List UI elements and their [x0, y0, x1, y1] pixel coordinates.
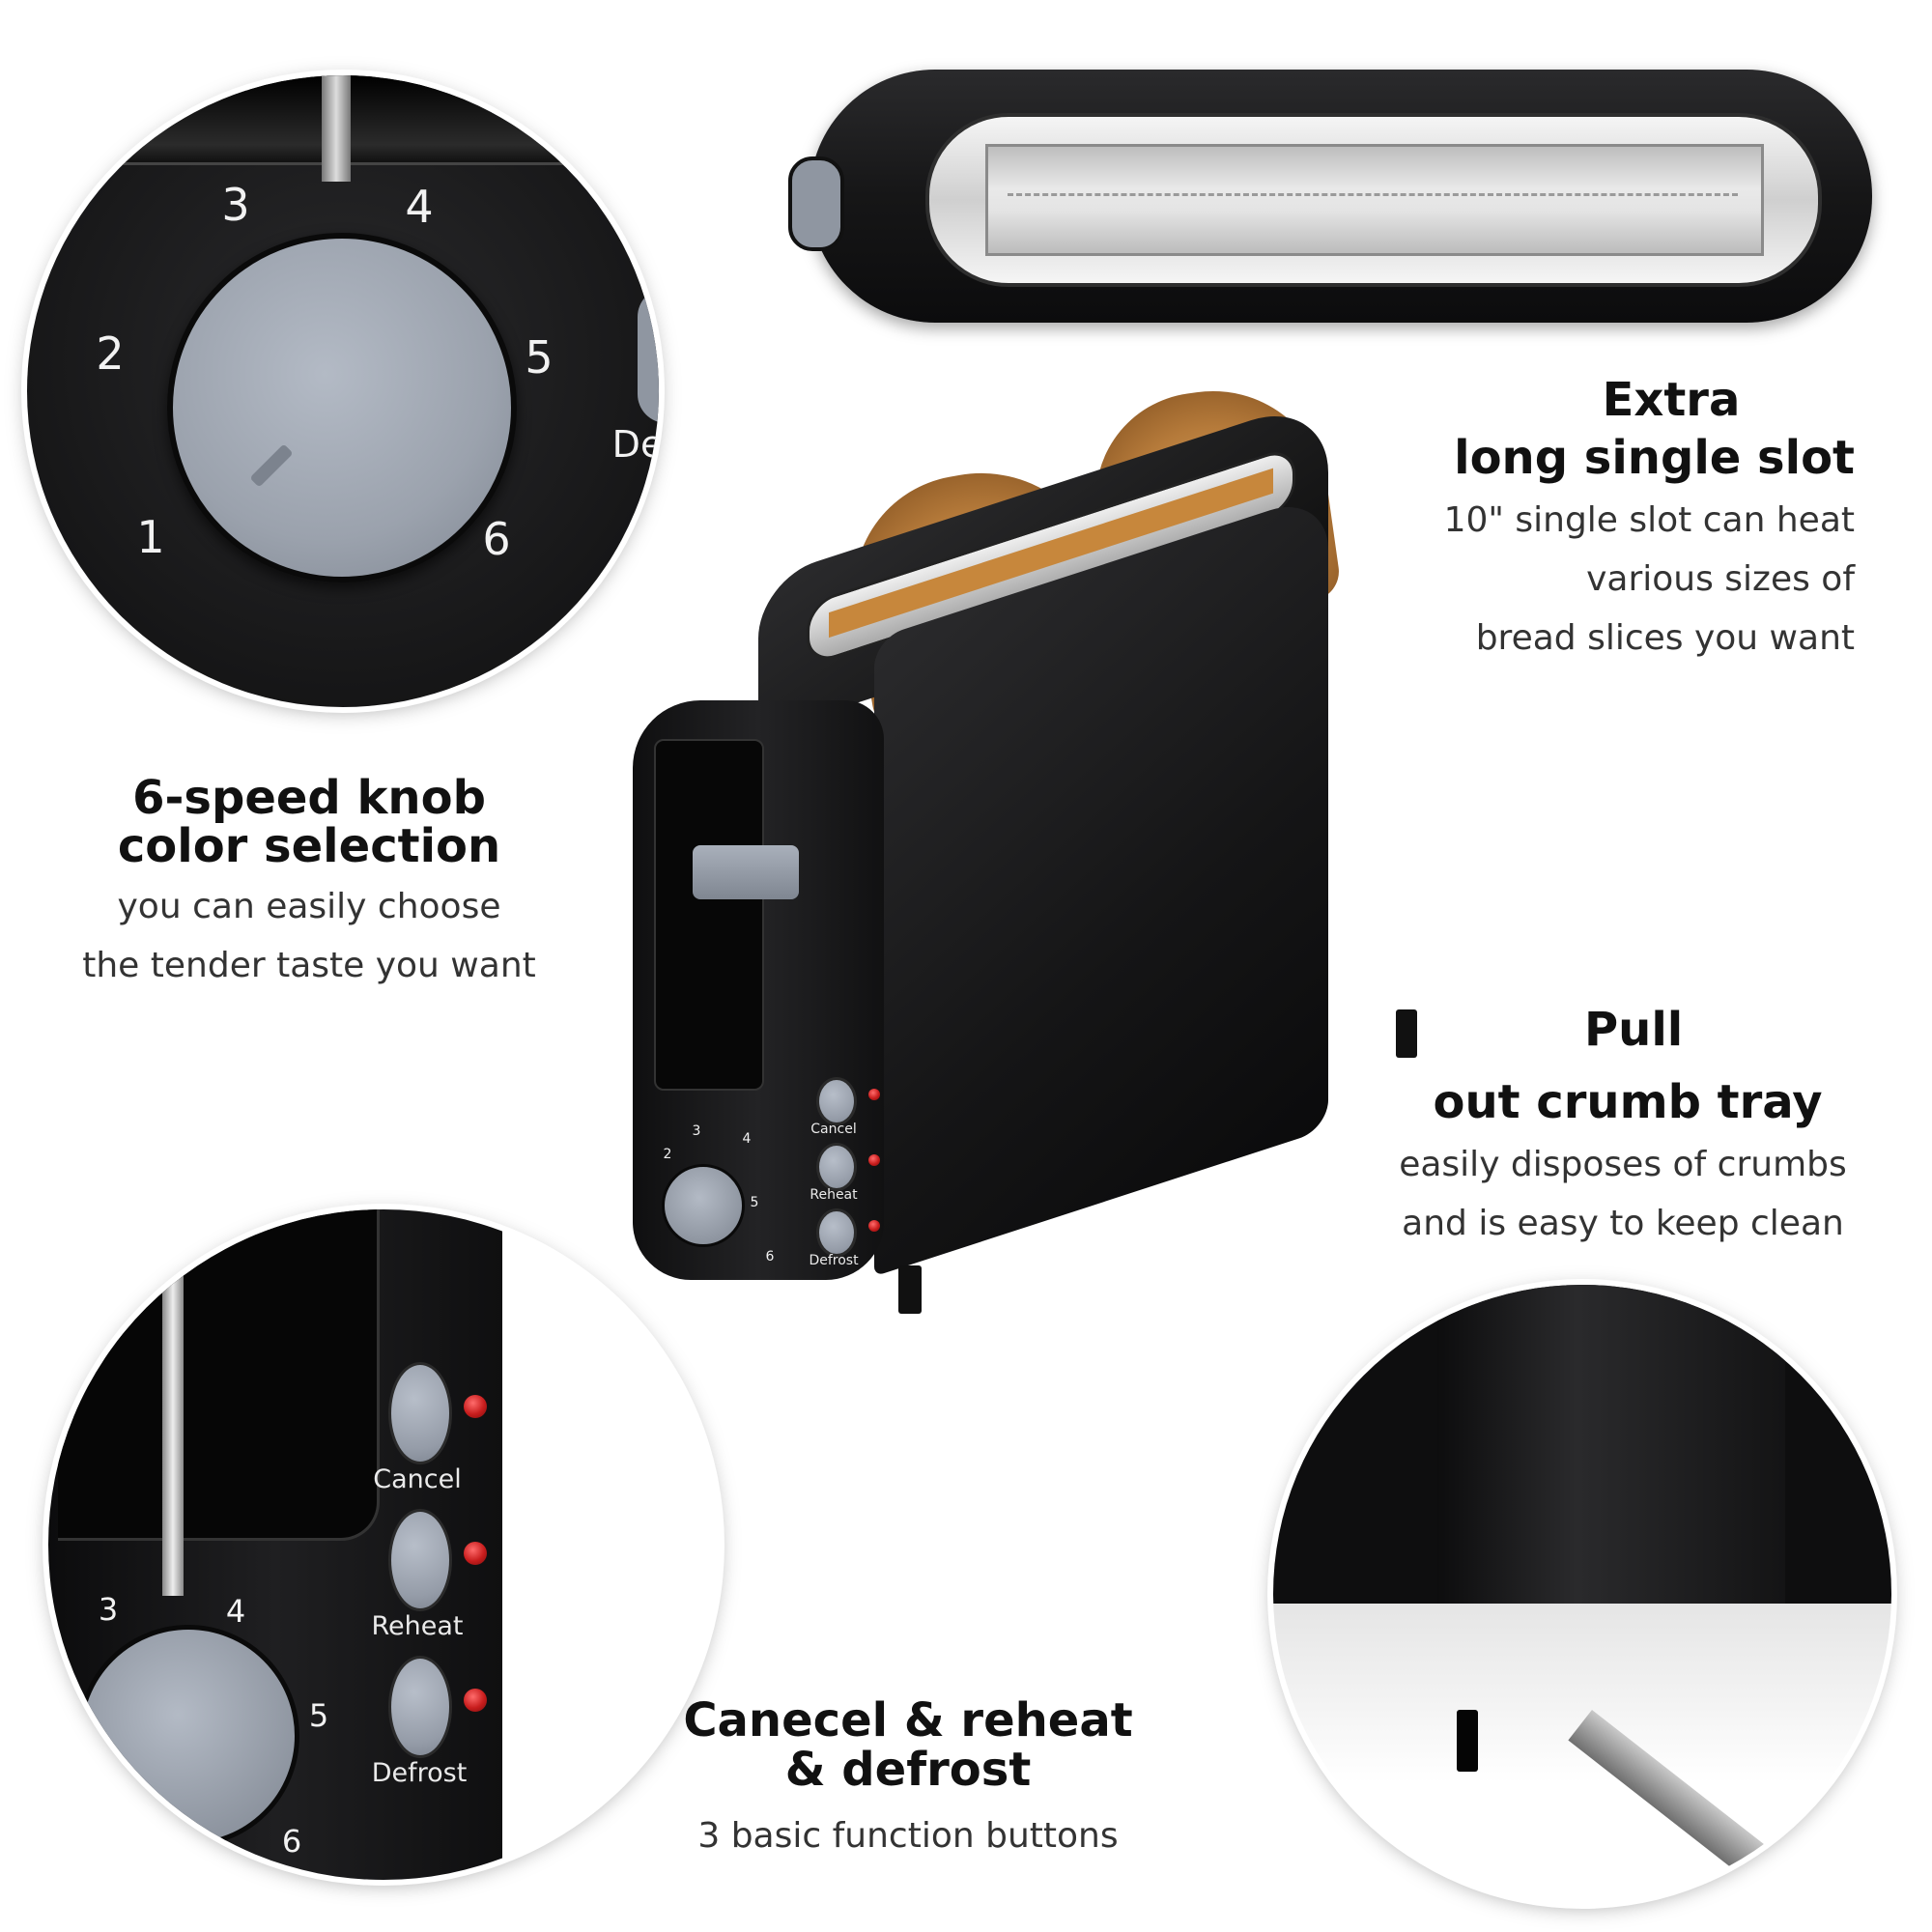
lever-stem	[322, 75, 351, 182]
knob-title-line2: color selection	[117, 819, 501, 873]
front-cancel-led	[868, 1089, 880, 1100]
dial-partial-label: De	[611, 423, 659, 466]
front-dial-2: 2	[663, 1147, 672, 1162]
browning-knob[interactable]	[167, 233, 517, 582]
front-dial-6: 6	[765, 1249, 775, 1264]
front-defrost-label: Defrost	[809, 1253, 859, 1268]
crumb-title-line1: Pull	[1584, 1003, 1684, 1057]
front-dial-4: 4	[742, 1131, 752, 1147]
slot-opening	[985, 144, 1764, 256]
reheat-button[interactable]	[388, 1509, 452, 1611]
top-knob-edge	[788, 156, 844, 251]
toaster-foot-front	[898, 1265, 922, 1314]
closeup-dial-3: 3	[98, 1591, 119, 1628]
buttons-title-line1: Canecel & reheat	[683, 1693, 1133, 1747]
cancel-label: Cancel	[373, 1464, 462, 1494]
buttons-title-line2: & defrost	[784, 1743, 1032, 1797]
slot-frame	[925, 113, 1822, 287]
reheat-led	[464, 1542, 487, 1565]
front-cancel-label: Cancel	[810, 1122, 857, 1137]
dial-number-3: 3	[221, 179, 250, 231]
front-browning-knob[interactable]	[662, 1164, 745, 1247]
defrost-label: Defrost	[371, 1758, 468, 1788]
side-button-peek	[638, 288, 659, 423]
knob-closeup: 1 2 3 4 5 6 De	[27, 75, 659, 707]
extra-slot-title-line1: Extra	[1602, 373, 1741, 427]
front-dial-3: 3	[692, 1123, 701, 1139]
knob-indicator	[249, 443, 294, 488]
extra-slot-desc-line1: 10" single slot can heat	[1443, 500, 1855, 540]
buttons-closeup: Cancel Reheat Defrost 3 4 5 6	[48, 1209, 719, 1880]
heating-grill	[1008, 193, 1738, 204]
closeup-knob[interactable]	[77, 1625, 299, 1847]
toaster-foot-back	[1396, 1009, 1417, 1058]
toaster-front-panel: Cancel Reheat Defrost 2 3 4 5 6	[633, 700, 884, 1280]
extra-slot-desc-line2: various sizes of	[1586, 559, 1855, 599]
crumb-desc-line1: easily disposes of crumbs	[1399, 1145, 1847, 1184]
main-toaster: Cancel Reheat Defrost 2 3 4 5 6	[633, 376, 1473, 1357]
closeup-dial-5: 5	[308, 1697, 329, 1734]
extra-slot-desc-line3: bread slices you want	[1475, 618, 1855, 658]
closeup-dial-6: 6	[281, 1823, 302, 1860]
crumb-desc-line2: and is easy to keep clean	[1402, 1204, 1844, 1243]
dial-number-1: 1	[136, 511, 165, 563]
defrost-led	[464, 1689, 487, 1712]
reheat-label: Reheat	[371, 1611, 464, 1641]
crumb-tray-closeup	[1273, 1285, 1891, 1903]
dial-number-4: 4	[405, 181, 434, 233]
front-reheat-button[interactable]	[816, 1143, 857, 1191]
front-cancel-button[interactable]	[816, 1077, 857, 1125]
lever-channel	[654, 739, 764, 1091]
toaster-top-view	[788, 70, 1872, 323]
defrost-button[interactable]	[388, 1656, 452, 1758]
cancel-led	[464, 1395, 487, 1418]
knob-title-line1: 6-speed knob	[132, 771, 486, 825]
closeup-dial-4: 4	[225, 1593, 246, 1630]
dial-number-6: 6	[482, 513, 511, 565]
buttons-desc-line1: 3 basic function buttons	[697, 1816, 1119, 1856]
cancel-button[interactable]	[388, 1362, 452, 1464]
front-defrost-button[interactable]	[816, 1208, 857, 1257]
extra-slot-title-line2: long single slot	[1454, 431, 1855, 485]
dial-number-5: 5	[525, 331, 554, 384]
closeup-lever-rod	[162, 1267, 184, 1596]
tray-foot	[1457, 1710, 1478, 1772]
front-dial-5: 5	[750, 1195, 759, 1210]
extra-slot-title: Extra	[1449, 373, 1893, 427]
dial-number-2: 2	[96, 327, 125, 380]
knob-desc-line2: the tender taste you want	[82, 946, 536, 985]
knob-desc-line1: you can easily choose	[117, 887, 501, 926]
tray-floor-shadow	[1273, 1604, 1891, 1903]
toast-lever[interactable]	[693, 845, 799, 899]
closeup-lever-channel	[58, 1209, 380, 1541]
crumb-title-line2: out crumb tray	[1433, 1075, 1823, 1129]
front-defrost-led	[868, 1220, 880, 1232]
front-reheat-label: Reheat	[810, 1187, 858, 1203]
front-reheat-led	[868, 1154, 880, 1166]
